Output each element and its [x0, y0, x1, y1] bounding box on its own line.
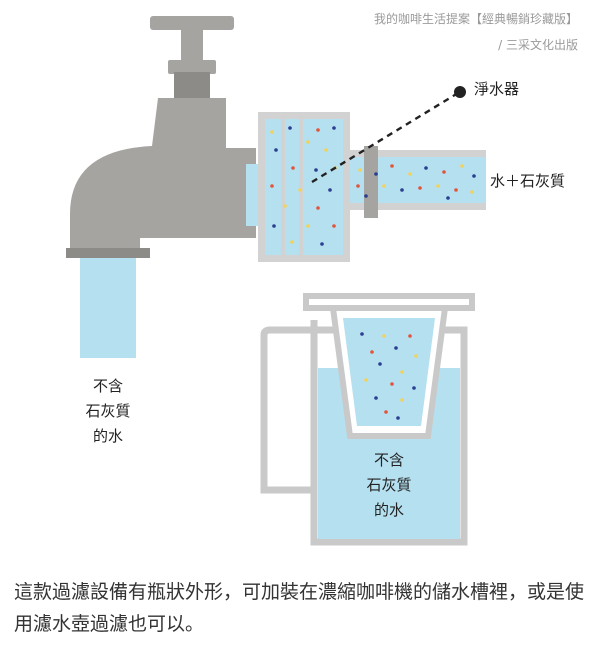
diagram-area: 我的咖啡生活提案【經典暢銷珍藏版】 / 三采文化出版 淨水器 水＋石灰質 不含 …	[66, 12, 578, 546]
impurity-dot	[358, 168, 362, 172]
impurity-dot	[394, 346, 398, 350]
impurity-dot	[400, 398, 404, 402]
impurity-dot	[424, 166, 428, 170]
impurity-dot	[400, 370, 404, 374]
impurity-dot	[460, 164, 464, 168]
credit-title: 我的咖啡生活提案【經典暢銷珍藏版】	[373, 12, 578, 26]
caption-text: 這款過濾設備有瓶狀外形，可加裝在濃縮咖啡機的儲水槽裡，或是使用濾水壺過濾也可以。	[14, 581, 585, 635]
impurity-dots	[270, 126, 476, 420]
credit-publisher: / 三采文化出版	[498, 38, 578, 52]
impurity-dot	[270, 184, 274, 188]
impurity-dot	[316, 206, 320, 210]
impurity-dot	[418, 186, 422, 190]
impurity-dot	[306, 140, 310, 144]
faucet-handle	[150, 16, 234, 98]
impurity-dot	[390, 164, 394, 168]
impurity-dot	[364, 194, 368, 198]
jug-output-line-1: 不含	[373, 451, 404, 469]
impurity-dot	[390, 382, 394, 386]
impurity-dot	[408, 334, 412, 338]
filter-pointer-dot	[454, 86, 466, 98]
impurity-dot	[374, 396, 378, 400]
impurity-dot	[384, 410, 388, 414]
impurity-dot	[454, 188, 458, 192]
faucet-water-stream	[80, 254, 136, 358]
impurity-dot	[298, 188, 302, 192]
impurity-dot	[283, 204, 287, 208]
impurity-dot	[320, 242, 324, 246]
impurity-dot	[378, 362, 382, 366]
jug-output-line-2: 石灰質	[366, 476, 412, 494]
impurity-dot	[274, 148, 278, 152]
impurity-dot	[396, 416, 400, 420]
impurity-dot	[332, 224, 336, 228]
impurity-dot	[382, 184, 386, 188]
impurity-dot	[472, 174, 476, 178]
impurity-dot	[442, 170, 446, 174]
jug-output-line-3: 的水	[373, 501, 404, 519]
filter-label: 淨水器	[474, 80, 520, 98]
impurity-dot	[272, 224, 276, 228]
faucet-output-line-2: 石灰質	[85, 402, 131, 420]
impurity-dot	[290, 240, 294, 244]
impurity-dot	[360, 332, 364, 336]
faucet-body	[66, 98, 256, 258]
impurity-dot	[412, 386, 416, 390]
faucet-output-label: 不含 石灰質 的水	[68, 374, 148, 449]
water-filter-illustration	[66, 16, 486, 546]
impurity-dot	[314, 168, 318, 172]
impurity-dot	[470, 190, 474, 194]
faucet-output-line-1: 不含	[92, 377, 123, 395]
input-water-pipe	[350, 146, 486, 218]
impurity-dot	[356, 184, 360, 188]
input-water-label: 水＋石灰質	[490, 172, 566, 190]
impurity-dot	[446, 196, 450, 200]
impurity-dot	[408, 172, 412, 176]
impurity-dot	[328, 188, 332, 192]
impurity-dot	[364, 378, 368, 382]
impurity-dot	[400, 188, 404, 192]
impurity-dot	[370, 350, 374, 354]
impurity-dot	[332, 126, 336, 130]
impurity-dot	[324, 148, 328, 152]
impurity-dot	[291, 166, 295, 170]
impurity-dot	[316, 128, 320, 132]
impurity-dot	[374, 172, 378, 176]
impurity-dot	[288, 126, 292, 130]
impurity-dot	[270, 130, 274, 134]
impurity-dot	[414, 354, 418, 358]
jug-output-label: 不含 石灰質 的水	[349, 448, 429, 523]
faucet-output-line-3: 的水	[92, 427, 123, 445]
impurity-dot	[436, 184, 440, 188]
jug-filter-cone	[329, 305, 449, 439]
impurity-dot	[306, 224, 310, 228]
impurity-dot	[382, 334, 386, 338]
